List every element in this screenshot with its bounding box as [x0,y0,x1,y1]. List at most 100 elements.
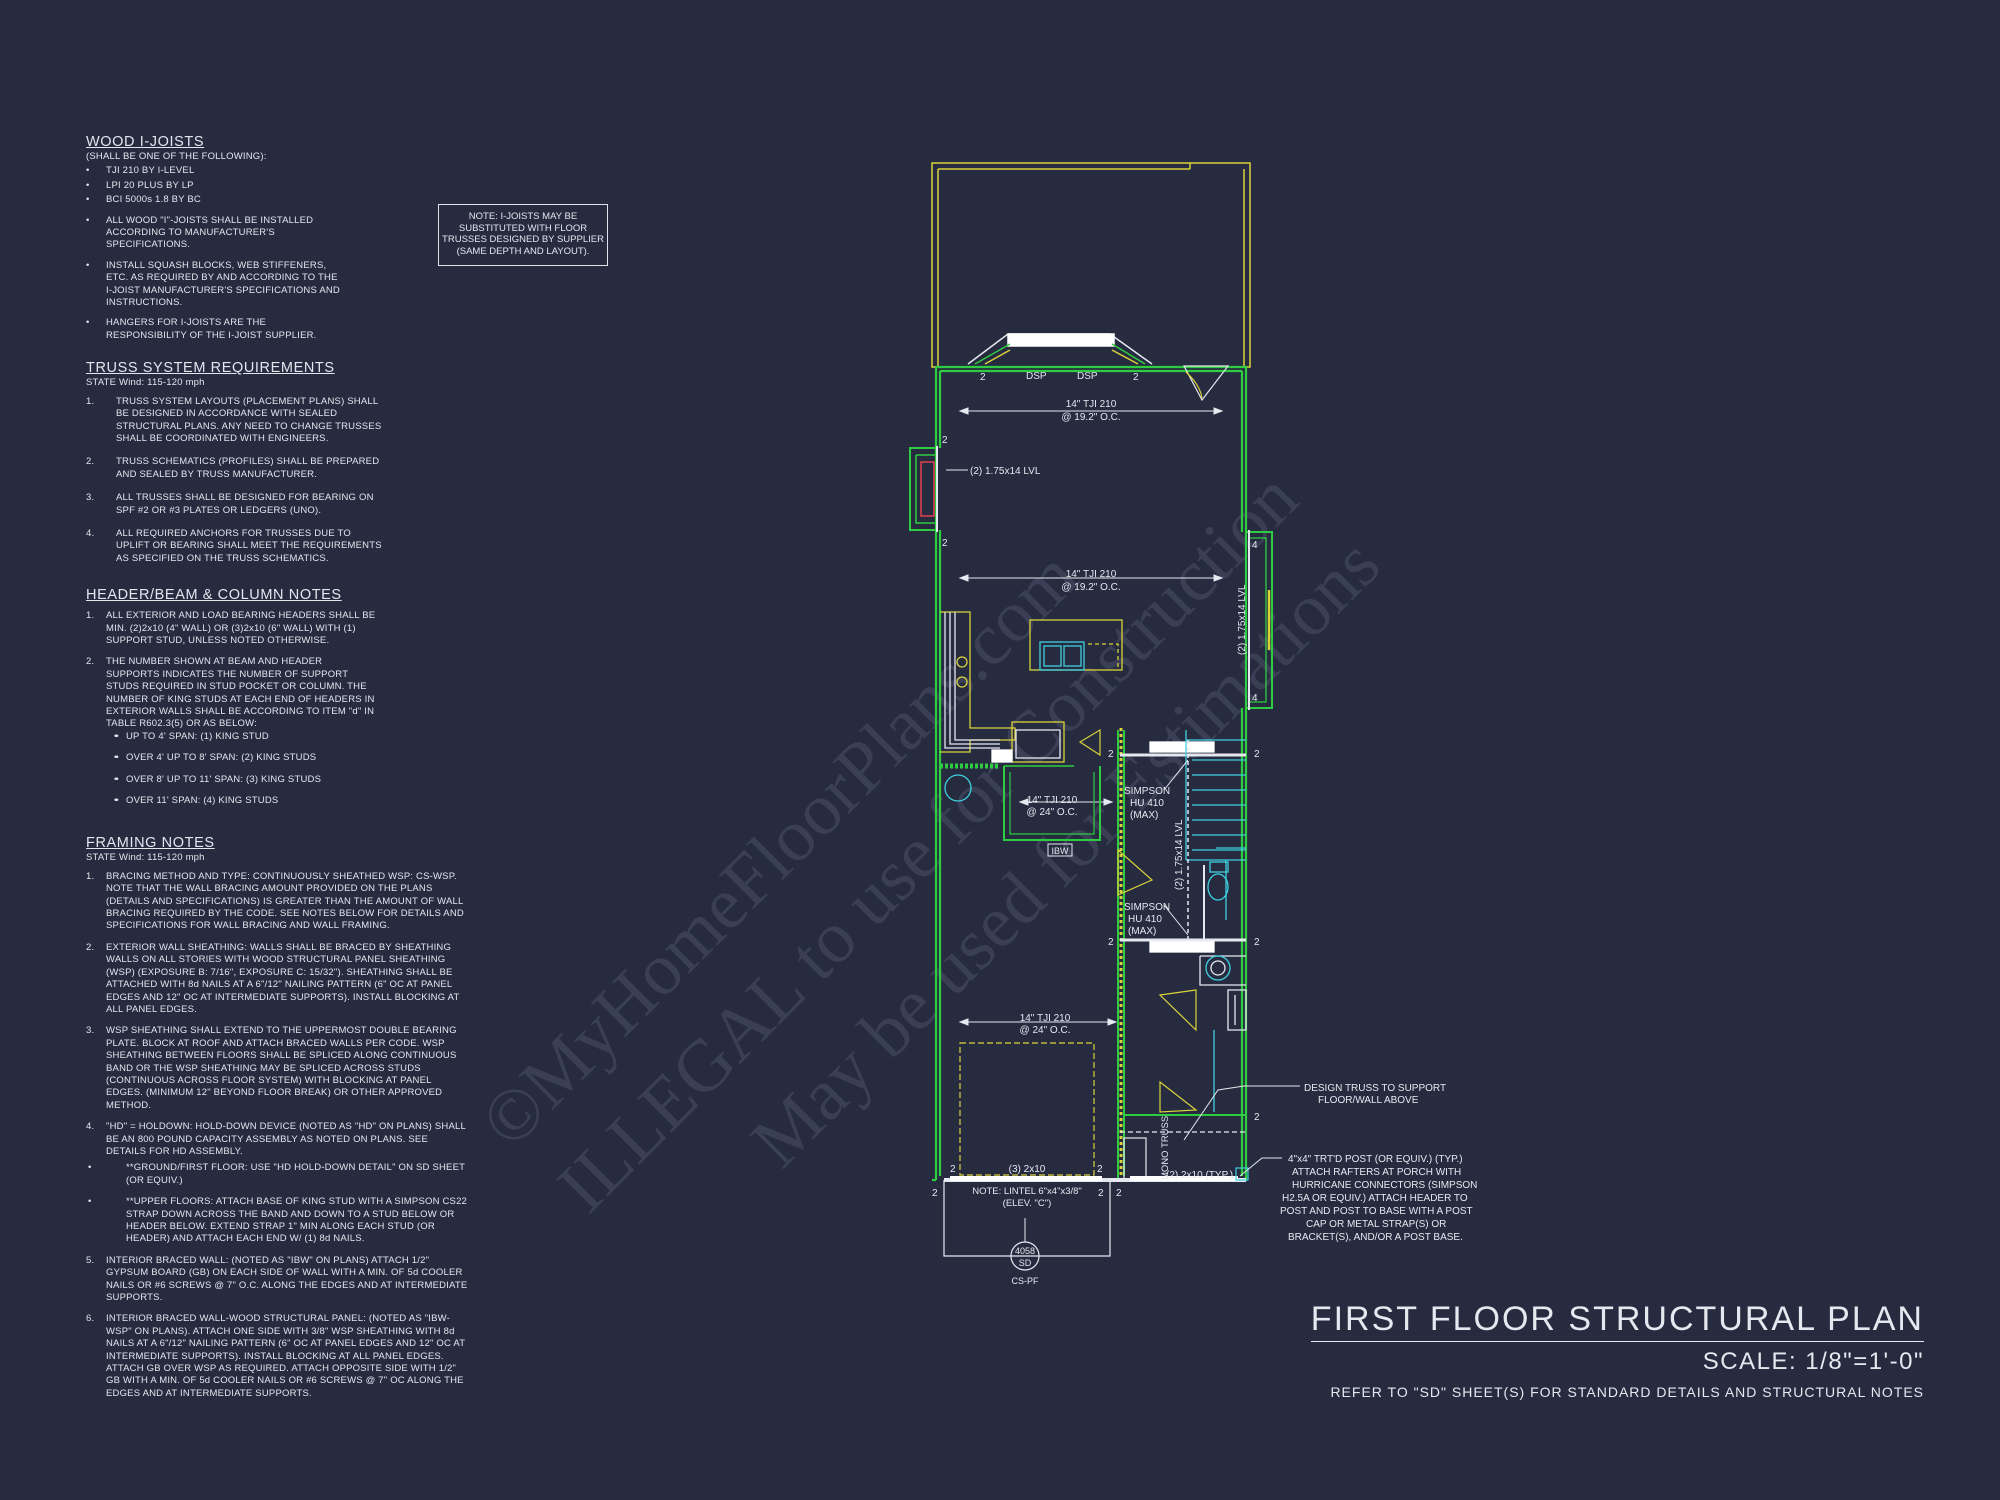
support-count: 2 [980,372,986,383]
design-truss-note: DESIGN TRUSS TO SUPPORT FLOOR/WALL ABOVE [1304,1083,1446,1106]
joist-spec: 14" TJI 210 [1020,1013,1071,1024]
item-number: 2. [86,941,95,953]
list-item: 2.TRUSS SCHEMATICS (PROFILES) SHALL BE P… [86,456,386,481]
joist-spec: 14" TJI 210 [1027,795,1078,806]
exterior-walls [932,365,1248,1182]
ibw-label: IBW [1052,846,1070,856]
post-note-line: H2.5A OR EQUIV.) ATTACH HEADER TO [1282,1193,1468,1204]
item-number: 1. [86,610,95,622]
list-item: 4. ALL REQUIRED ANCHORS FOR TRUSSES DUE T… [86,528,386,565]
item-text: BRACING METHOD AND TYPE: CONTINUOUSLY SH… [106,870,464,932]
king-stud-list: UP TO 4' SPAN: (1) KING STUD OVER 4' UP … [106,731,376,808]
design-truss-line: FLOOR/WALL ABOVE [1318,1095,1419,1106]
wood-ijoists-title: WOOD I-JOISTS [86,134,205,150]
item-number: 3. [86,1025,95,1037]
framing-notes-subtitle: STATE Wind: 115-120 mph [86,852,205,864]
support-count: 4 [1252,540,1258,551]
list-item: INSTALL SQUASH BLOCKS, WEB STIFFENERS, E… [86,260,346,310]
support-count: 2 [942,538,948,549]
truss-title: TRUSS SYSTEM REQUIREMENTS [86,360,335,377]
joist-spec: 14" TJI 210 [1066,399,1117,410]
list-item: OVER 11' SPAN: (4) KING STUDS [106,795,376,808]
list-item: UP TO 4' SPAN: (1) KING STUD [106,731,376,744]
detail-callout: 4058 SD CS-PF [1010,1218,1040,1286]
list-item: 1. TRUSS SYSTEM LAYOUTS (PLACEMENT PLANS)… [86,396,386,446]
design-truss-line: DESIGN TRUSS TO SUPPORT [1304,1083,1446,1094]
post-note-line: HURRICANE CONNECTORS (SIMPSON [1292,1180,1477,1191]
joist-spacing: @ 24" O.C. [1020,1025,1071,1036]
item-number: 1. [86,870,95,882]
post-note-line: 4"x4" TRT'D POST (OR EQUIV.) (TYP.) [1288,1154,1463,1165]
simpson-label: (MAX) [1128,926,1156,937]
lintel-elev: (ELEV. "C") [1003,1198,1052,1209]
item-number: 4. [86,527,95,539]
support-count: 2 [1108,749,1114,760]
notes-column: WOOD I-JOISTS (SHALL BE ONE OF THE FOLLO… [86,134,486,1412]
joist-spec: 14" TJI 210 [1066,569,1117,580]
list-item: 4."HD" = HOLDOWN: HOLD-DOWN DEVICE (NOTE… [86,1121,471,1246]
truss-subtitle: STATE Wind: 115-120 mph [86,377,205,389]
list-item: 5.INTERIOR BRACED WALL: (NOTED AS "IBW" … [86,1255,471,1305]
list-item: **UPPER FLOORS: ATTACH BASE OF KING STUD… [88,1196,471,1246]
post-note-line: CAP OR METAL STRAP(S) OR [1306,1219,1446,1230]
bay-window [967,333,1153,365]
dsp-label: DSP [1077,371,1098,382]
support-count: 4 [1252,693,1258,704]
list-item: OVER 4' UP TO 8' SPAN: (2) KING STUDS [106,752,376,765]
item-text: "HD" = HOLDOWN: HOLD-DOWN DEVICE (NOTED … [106,1121,466,1157]
item-number: 2. [86,456,95,468]
post-note: 4"x4" TRT'D POST (OR EQUIV.) (TYP.) ATTA… [1280,1154,1477,1243]
wood-ijoists-list: TJI 210 BY I-LEVEL LPI 20 PLUS BY LP BCI… [86,165,486,342]
item-text: ALL EXTERIOR AND LOAD BEARING HEADERS SH… [106,610,376,646]
support-count: 2 [942,435,948,446]
item-text: ALL TRUSSES SHALL BE DESIGNED FOR BEARIN… [116,492,374,516]
item-text: WSP SHEATHING SHALL EXTEND TO THE UPPERM… [106,1025,457,1111]
beam-labels: 2 2 2 2 2 SIMPSON HU 410 (MAX) SIMPSON H… [1108,749,1260,1123]
list-item: 3. ALL TRUSSES SHALL BE DESIGNED FOR BEAR… [86,492,386,517]
item-text: THE NUMBER SHOWN AT BEAM AND HEADER SUPP… [106,656,375,730]
item-number: 1. [86,395,95,407]
post-note-line: POST AND POST TO BASE WITH A POST [1280,1206,1473,1217]
item-text: TRUSS SYSTEM LAYOUTS (PLACEMENT PLANS) S… [116,395,382,444]
support-count: 2 [1254,937,1260,948]
porch-header-label: (2) 2x10 (TYP.) [1166,1170,1233,1181]
support-count: 2 [1108,937,1114,948]
support-count: 2 [932,1188,938,1199]
post-note-line: ATTACH RAFTERS AT PORCH WITH [1292,1167,1461,1178]
list-item: **GROUND/FIRST FLOOR: USE "HD HOLD-DOWN … [88,1162,471,1187]
support-count: 2 [1254,749,1260,760]
item-text: ALL REQUIRED ANCHORS FOR TRUSSES DUE TO … [116,527,382,564]
list-item: 6.INTERIOR BRACED WALL-WOOD STRUCTURAL P… [86,1313,471,1400]
list-item: 2. EXTERIOR WALL SHEATHING: WALLS SHALL B… [86,942,471,1016]
reference-note: REFER TO "SD" SHEET(S) FOR STANDARD DETA… [1330,1384,1924,1400]
simpson-label: HU 410 [1128,914,1162,925]
scale-label: SCALE: 1/8"=1'-0" [1702,1348,1924,1375]
list-item: OVER 8' UP TO 11' SPAN: (3) KING STUDS [106,774,376,787]
wood-ijoists-subtitle: (SHALL BE ONE OF THE FOLLOWING): [86,151,267,162]
kitchen [940,611,1123,802]
lintel-label: NOTE: LINTEL 6"x4"x3/8" [972,1186,1082,1197]
framing-notes-title: FRAMING NOTES [86,835,215,852]
lower-labels: 2 2 2 2 2 (3) 2x10 NOTE: LINTEL 6"x4"x3/… [932,1116,1233,1209]
item-text: EXTERIOR WALL SHEATHING: WALLS SHALL BE … [106,941,460,1015]
support-count: 2 [950,1164,956,1175]
item-text: INTERIOR BRACED WALL-WOOD STRUCTURAL PAN… [106,1313,466,1399]
simpson-label: HU 410 [1130,798,1164,809]
title-block: FIRST FLOOR STRUCTURAL PLAN SCALE: 1/8"=… [1310,1300,1924,1400]
list-item: HANGERS FOR I-JOISTS ARE THE RESPONSIBIL… [86,317,346,342]
support-count: 2 [1097,1164,1103,1175]
detail-number: 4058 [1015,1246,1035,1256]
header-label: (3) 2x10 [1009,1164,1046,1175]
item-number: 5. [86,1254,95,1266]
list-item: TJI 210 BY I-LEVEL [86,165,486,178]
joist-spacing: @ 24" O.C. [1027,807,1078,818]
holdown-sublist: **GROUND/FIRST FLOOR: USE "HD HOLD-DOWN … [88,1162,471,1246]
list-item: LPI 20 PLUS BY LP [86,180,486,193]
list-item: 1. BRACING METHOD AND TYPE: CONTINUOUSLY … [86,871,471,933]
simpson-label: SIMPSON [1124,786,1170,797]
post-note-line: BRACKET(S), AND/OR A POST BASE. [1288,1232,1463,1243]
support-count: 2 [1254,1112,1260,1123]
item-number: 3. [86,492,95,504]
upper-outline [931,162,1251,368]
